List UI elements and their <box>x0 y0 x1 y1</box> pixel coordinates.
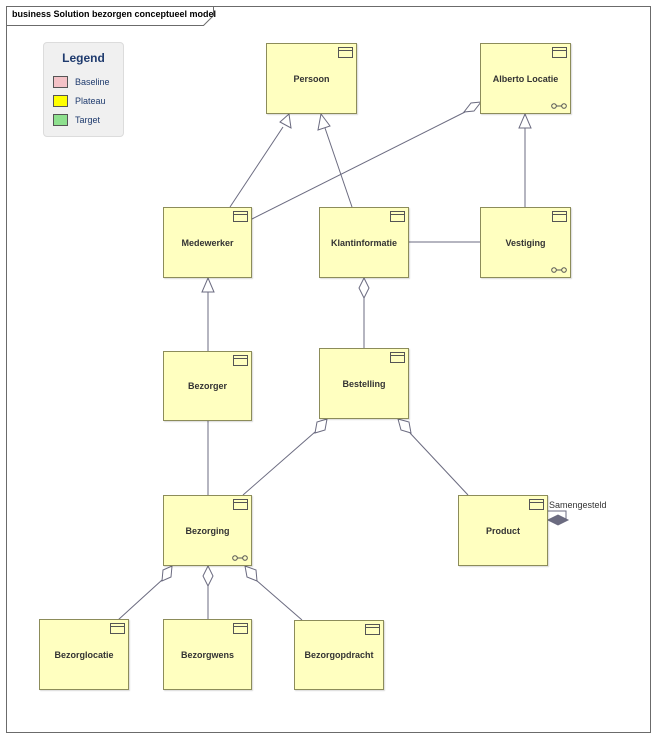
edge-bezorglocatie-bezorging <box>117 579 163 621</box>
class-icon <box>390 211 405 222</box>
entity-label: Bezorger <box>187 381 227 391</box>
entity-bezorger[interactable]: Bezorger <box>163 351 252 421</box>
legend: Legend Baseline Plateau Target <box>43 42 124 137</box>
entity-label: Vestiging <box>505 237 546 248</box>
diagram-frame <box>6 6 651 733</box>
entity-label: Alberto Locatie <box>492 73 559 84</box>
entity-klantinformatie[interactable]: Klantinformatie <box>319 207 409 278</box>
edge-medewerker-persoon <box>229 126 284 208</box>
legend-label: Plateau <box>75 96 106 106</box>
hollow-triangle-arrow <box>279 113 292 129</box>
entity-label: Persoon <box>293 73 330 84</box>
hollow-diamond <box>358 276 370 300</box>
entity-bezorgwens[interactable]: Bezorgwens <box>163 619 252 690</box>
hollow-triangle-arrow <box>317 112 331 131</box>
hollow-diamond <box>161 565 173 582</box>
entity-label: Product <box>485 525 520 536</box>
entity-bestelling[interactable]: Bestelling <box>319 348 409 419</box>
entity-label: Bezorgopdracht <box>304 650 374 660</box>
class-icon <box>233 211 248 222</box>
hollow-diamond <box>462 101 483 113</box>
entity-label: Bezorging <box>185 525 230 536</box>
link-icon <box>551 267 567 273</box>
entity-label: Bestelling <box>342 378 386 389</box>
entity-medewerker[interactable]: Medewerker <box>163 207 252 278</box>
class-icon <box>233 499 248 510</box>
class-icon <box>552 211 567 222</box>
hollow-diamond <box>397 418 412 434</box>
entity-alberto-locatie[interactable]: Alberto Locatie <box>480 43 571 114</box>
legend-title: Legend <box>62 51 105 65</box>
hollow-diamond <box>314 418 328 434</box>
legend-swatch-baseline <box>53 76 68 88</box>
entity-persoon[interactable]: Persoon <box>266 43 357 114</box>
entity-label: Bezorgwens <box>180 649 234 660</box>
entity-label: Klantinformatie <box>330 237 397 248</box>
class-icon <box>552 47 567 58</box>
legend-swatch-plateau <box>53 95 68 107</box>
class-icon <box>338 47 353 58</box>
relation-label-samengesteld: Samengesteld <box>549 500 607 510</box>
link-icon <box>232 555 248 561</box>
class-icon <box>390 352 405 363</box>
filled-diamond <box>546 514 570 526</box>
class-icon <box>110 623 125 634</box>
entity-vestiging[interactable]: Vestiging <box>480 207 571 278</box>
class-icon <box>233 355 248 366</box>
edge-klantinformatie-persoon <box>324 127 353 208</box>
entity-product[interactable]: Product <box>458 495 548 566</box>
diagram-title: business Solution bezorgen conceptueel m… <box>12 9 217 19</box>
edge-bezorgopdracht-bezorging <box>255 579 303 621</box>
legend-label: Baseline <box>75 77 110 87</box>
edge-medewerker-alberto-locatie <box>251 111 466 220</box>
hollow-diamond <box>244 565 258 582</box>
entity-label: Bezorglocatie <box>54 649 114 660</box>
edge-product-bestelling <box>409 432 469 496</box>
frame-tab-outline <box>6 6 214 26</box>
entity-bezorgopdracht[interactable]: Bezorgopdracht <box>294 620 384 690</box>
class-icon <box>529 499 544 510</box>
class-icon <box>365 624 380 635</box>
hollow-triangle-arrow <box>518 112 532 129</box>
legend-label: Target <box>75 115 101 125</box>
hollow-triangle-arrow <box>201 276 215 293</box>
legend-swatch-target <box>53 114 68 126</box>
entity-bezorglocatie[interactable]: Bezorglocatie <box>39 619 129 690</box>
entity-bezorging[interactable]: Bezorging <box>163 495 252 566</box>
class-icon <box>233 623 248 634</box>
link-icon <box>551 103 567 109</box>
hollow-diamond <box>202 564 214 588</box>
edge-bezorging-bestelling <box>242 431 316 496</box>
entity-label: Medewerker <box>181 237 234 248</box>
